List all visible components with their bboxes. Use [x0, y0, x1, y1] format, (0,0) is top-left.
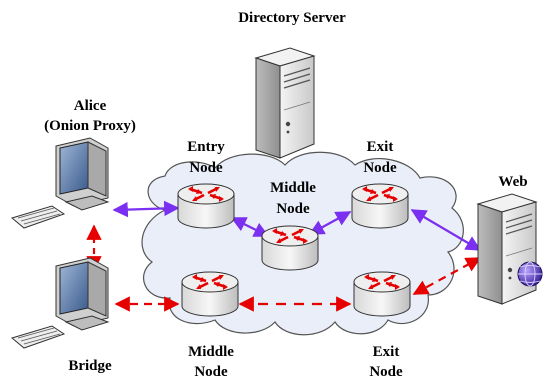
exit-node-top-label: Exit: [366, 139, 394, 155]
link-exit-web: [410, 209, 482, 251]
link-middle-exit: [308, 211, 352, 235]
link-exit-web-bridge: [412, 257, 482, 295]
middle-node-top-router-icon: [260, 224, 320, 272]
web-server-icon: [477, 193, 543, 305]
link-entry-middle: [230, 217, 270, 237]
entry-node-label-2: Node: [189, 160, 223, 176]
entry-node-label: Entry: [187, 139, 225, 155]
directory-server-label: Directory Server: [238, 10, 346, 26]
exit-node-bottom-label-2: Node: [369, 364, 403, 380]
link-alice-entry: [112, 200, 180, 218]
middle-node-bottom-router-icon: [180, 270, 240, 318]
alice-computer-icon: [11, 137, 109, 229]
alice-label: Alice: [73, 98, 107, 114]
web-label: Web: [498, 174, 528, 190]
entry-node-router-icon: [176, 182, 236, 230]
directory-server-icon: [255, 47, 315, 159]
alice-role-label: (Onion Proxy): [44, 118, 136, 134]
exit-node-top-label-2: Node: [363, 160, 397, 176]
middle-node-bottom-label-2: Node: [194, 364, 228, 380]
middle-node-top-label-2: Node: [276, 201, 310, 217]
middle-node-top-label: Middle: [270, 180, 316, 196]
bridge-label: Bridge: [68, 358, 112, 374]
middle-node-bottom-label: Middle: [188, 344, 234, 360]
exit-node-bottom-label: Exit: [372, 344, 400, 360]
exit-node-bottom-router-icon: [352, 270, 412, 318]
exit-node-top-router-icon: [350, 182, 410, 230]
bridge-computer-icon: [11, 257, 109, 349]
